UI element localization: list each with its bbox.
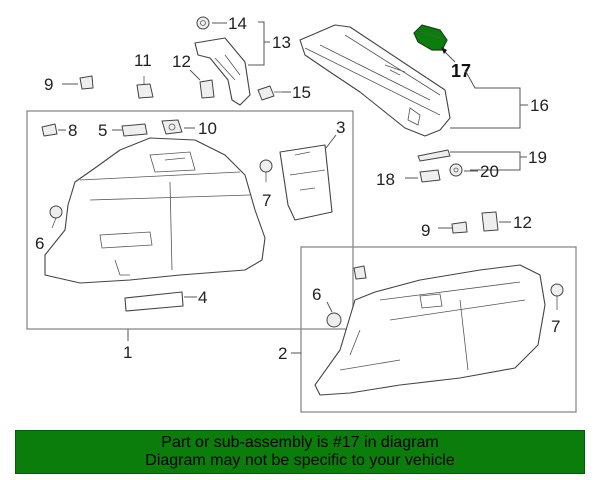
callout-6b: 6 bbox=[312, 285, 321, 304]
callout-7b: 7 bbox=[551, 317, 560, 336]
screw-7-left-part[interactable] bbox=[259, 159, 273, 182]
quarter-trim-panel-part-1[interactable] bbox=[44, 137, 266, 284]
clip-8-part[interactable] bbox=[41, 123, 58, 137]
info-banner: Part or sub-assembly is #17 in diagram D… bbox=[15, 430, 585, 474]
callout-17-arrowhead bbox=[441, 47, 447, 54]
callout-6a: 6 bbox=[35, 234, 44, 253]
callout-1: 1 bbox=[123, 343, 132, 362]
callout-17: 17 bbox=[451, 61, 471, 81]
callout-12a: 12 bbox=[172, 52, 191, 71]
clip-10-part[interactable] bbox=[161, 119, 183, 135]
callout-8: 8 bbox=[68, 121, 77, 140]
callout-19: 19 bbox=[528, 148, 547, 167]
callout-5: 5 bbox=[98, 121, 107, 140]
parts-diagram: 17 16 14 13 11 12 15 9 bbox=[26, 14, 577, 413]
callout-19-bracket bbox=[450, 151, 527, 171]
callout-12b: 12 bbox=[513, 213, 532, 232]
callout-6b-leader bbox=[326, 301, 333, 313]
callout-16-bracket bbox=[450, 69, 528, 129]
clip-right-top-part[interactable] bbox=[353, 265, 367, 280]
callout-9b: 9 bbox=[421, 221, 430, 240]
callout-14: 14 bbox=[228, 14, 247, 33]
callout-4: 4 bbox=[198, 288, 207, 307]
callout-11: 11 bbox=[134, 51, 152, 70]
quarter-trim-panel-part-2[interactable] bbox=[314, 264, 546, 396]
clip-12-upper-part[interactable] bbox=[199, 79, 215, 99]
callout-20: 20 bbox=[480, 162, 499, 181]
left-assembly-frame bbox=[26, 110, 354, 330]
callout-3: 3 bbox=[336, 118, 345, 137]
callout-18: 18 bbox=[376, 170, 395, 189]
callout-17-leader bbox=[443, 50, 456, 63]
callout-13: 13 bbox=[272, 33, 291, 52]
tonneau-cover-part[interactable] bbox=[299, 24, 451, 137]
bolt-15-part[interactable] bbox=[257, 85, 282, 101]
clip-5-part[interactable] bbox=[121, 123, 148, 137]
sill-plate-4-part[interactable] bbox=[124, 291, 184, 312]
callout-3-leader bbox=[325, 134, 337, 149]
callout-16: 16 bbox=[530, 96, 549, 115]
part-17-fill bbox=[413, 24, 448, 51]
callout-7a: 7 bbox=[262, 191, 271, 210]
callout-9a: 9 bbox=[44, 75, 53, 94]
washer-20-part[interactable] bbox=[449, 163, 463, 177]
nut-14-part[interactable] bbox=[196, 16, 210, 30]
part-17-highlighted-handle[interactable] bbox=[413, 24, 448, 51]
panel-3-part[interactable] bbox=[279, 144, 333, 221]
callout-13-bracket bbox=[248, 21, 270, 66]
callout-2: 2 bbox=[278, 344, 287, 363]
strip-19-part[interactable] bbox=[417, 149, 451, 162]
pillar-trim-part[interactable] bbox=[194, 37, 251, 106]
callout-12a-leader bbox=[189, 69, 201, 81]
clip-18-part[interactable] bbox=[419, 169, 441, 183]
clip-11-part[interactable] bbox=[136, 76, 154, 99]
clip-9-lower-part[interactable] bbox=[451, 221, 468, 234]
callout-10: 10 bbox=[198, 119, 217, 138]
banner-line-1: Part or sub-assembly is #17 in diagram bbox=[161, 434, 439, 451]
screw-7-right-part[interactable] bbox=[550, 283, 564, 310]
clip-6-left-part[interactable] bbox=[49, 205, 63, 229]
clip-9-upper-part[interactable] bbox=[79, 75, 94, 90]
clip-6-right-part[interactable] bbox=[326, 312, 342, 328]
clip-12-lower-part[interactable] bbox=[481, 211, 499, 232]
callout-15: 15 bbox=[292, 83, 311, 102]
right-assembly-frame bbox=[300, 246, 577, 413]
banner-line-2: Diagram may not be specific to your vehi… bbox=[145, 452, 455, 469]
